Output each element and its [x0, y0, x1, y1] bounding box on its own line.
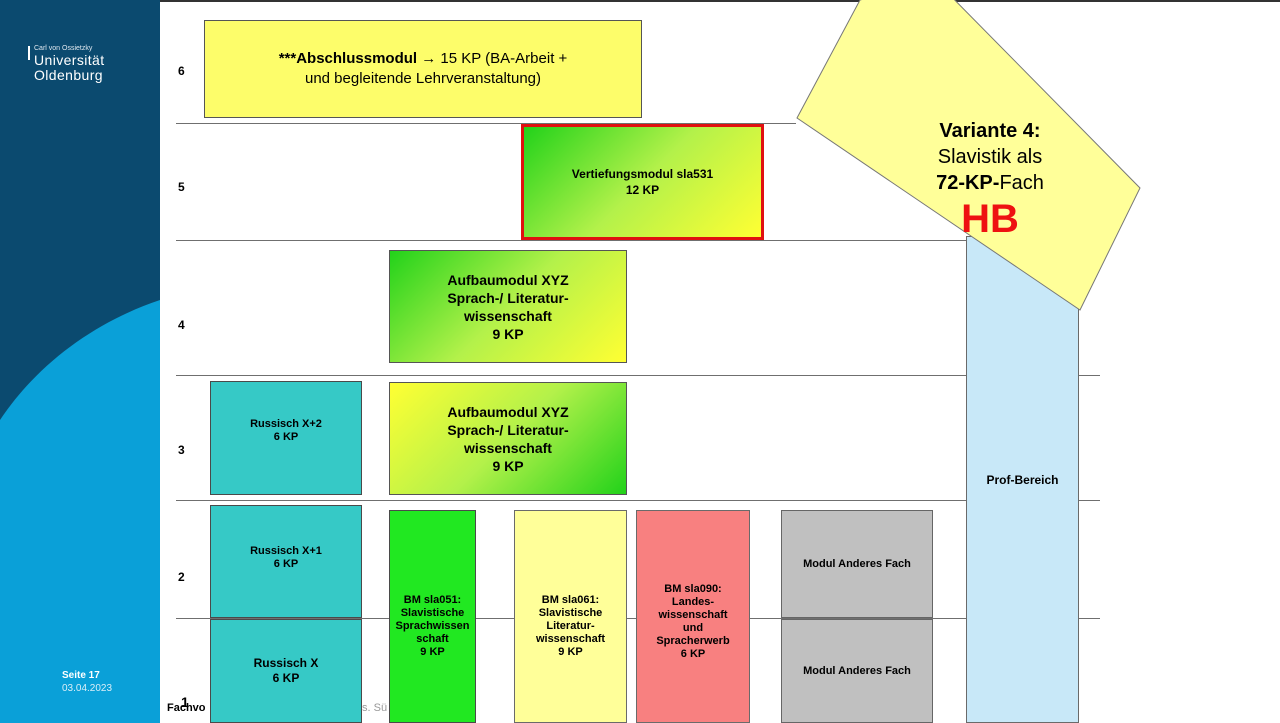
semester-3: 3: [178, 443, 185, 457]
row-line-6: [176, 123, 796, 124]
aufbaumodul-4-kp: 9 KP: [492, 325, 524, 342]
aufbaumodul-4-box: Aufbaumodul XYZ Sprach-/ Literatur- wiss…: [389, 250, 627, 363]
variant-line-2: Slavistik als: [937, 146, 1043, 168]
russisch-x-box: Russisch X 6 KP: [210, 619, 362, 723]
abschlussmodul-box: ***Abschlussmodul → 15 KP (BA-Arbeit + u…: [204, 20, 642, 118]
variant-diamond: [796, 0, 1141, 311]
bm-sla061-line: BM sla061:: [541, 594, 600, 606]
logo-line-2: Oldenburg: [34, 67, 103, 83]
russisch-x1-box: Russisch X+1 6 KP: [210, 505, 362, 618]
bm-sla090-kp: 6 KP: [680, 647, 706, 660]
abschlussmodul-line-1: ***Abschlussmodul → 15 KP (BA-Arbeit +: [278, 50, 568, 67]
vertiefungsmodul-box: Vertiefungsmodul sla531 12 KP: [521, 124, 764, 240]
variant-label: Variante 4: Slavistik als 72-KP-Fach HB: [880, 118, 1100, 242]
variant-code: HB: [961, 197, 1019, 241]
university-logo: Carl von Ossietzky Universität Oldenburg: [28, 44, 154, 83]
aufbaumodul-3-kp: 9 KP: [492, 457, 524, 474]
abschlussmodul-line-2: und begleitende Lehrveranstaltung): [304, 70, 541, 87]
aufbaumodul-3-line: wissenschaft: [464, 439, 552, 456]
bm-sla051-line: Slavistische: [400, 607, 465, 619]
logo-small-text: Carl von Ossietzky: [34, 45, 93, 52]
logo-line-1: Universität: [34, 52, 105, 68]
russisch-x1-kp: 6 KP: [273, 557, 299, 570]
vertiefungsmodul-kp: 12 KP: [625, 183, 660, 197]
top-border: [160, 0, 1280, 2]
russisch-x2-kp: 6 KP: [273, 431, 299, 443]
aufbaumodul-3-line: Sprach-/ Literatur-: [447, 421, 569, 438]
bm-sla051-line: schaft: [416, 633, 449, 645]
row-line-3: [176, 500, 1100, 501]
bm-sla061-kp: 9 KP: [558, 646, 583, 658]
aufbaumodul-4-line: wissenschaft: [464, 307, 552, 324]
row-line-5: [176, 240, 966, 241]
russisch-x-kp: 6 KP: [272, 671, 300, 685]
bm-sla061-box: BM sla061: Slavistische Literatur- wisse…: [514, 510, 627, 723]
logo-bar: [28, 46, 30, 60]
modul-anderes-fach-1: Modul Anderes Fach: [781, 619, 933, 723]
russisch-x2-title: Russisch X+2: [250, 418, 322, 430]
bm-sla061-line: Literatur-: [546, 620, 595, 632]
aufbaumodul-3-line: Aufbaumodul XYZ: [447, 403, 569, 420]
semester-4: 4: [178, 318, 185, 332]
row-line-4: [176, 375, 1100, 376]
bm-sla090-line: Spracherwerb: [656, 634, 730, 647]
bm-sla090-line: und: [682, 621, 704, 634]
aufbaumodul-4-line: Aufbaumodul XYZ: [447, 271, 569, 288]
bm-sla090-line: Landes-: [671, 595, 715, 608]
bm-sla051-line: Sprachwissen: [395, 620, 470, 632]
footer-text-grey: s. Sü: [362, 702, 388, 714]
bm-sla051-line: BM sla051:: [403, 594, 462, 606]
semester-1: 1: [181, 694, 189, 710]
semester-2: 2: [178, 570, 185, 584]
sidebar-wave: [0, 300, 160, 723]
bm-sla061-line: wissenschaft: [535, 633, 606, 645]
russisch-x2-box: Russisch X+2 6 KP: [210, 381, 362, 495]
variant-line-3: 72-KP-Fach: [936, 172, 1044, 194]
semester-5: 5: [178, 180, 185, 194]
aufbaumodul-4-line: Sprach-/ Literatur-: [447, 289, 569, 306]
vertiefungsmodul-title: Vertiefungsmodul sla531: [571, 167, 714, 181]
slide-date: 03.04.2023: [62, 683, 113, 694]
bm-sla090-line: wissenschaft: [658, 608, 728, 621]
page-number: Seite 17: [62, 670, 100, 681]
aufbaumodul-3-box: Aufbaumodul XYZ Sprach-/ Literatur- wiss…: [389, 382, 627, 495]
bm-sla051-kp: 9 KP: [420, 646, 445, 658]
russisch-x1-title: Russisch X+1: [250, 544, 322, 557]
bm-sla090-box: BM sla090: Landes- wissenschaft und Spra…: [636, 510, 750, 723]
variant-title: Variante 4:: [939, 120, 1041, 142]
bm-sla061-line: Slavistische: [538, 607, 603, 619]
bm-sla090-line: BM sla090:: [664, 582, 722, 595]
modul-anderes-fach-2: Modul Anderes Fach: [781, 510, 933, 618]
bm-sla051-box: BM sla051: Slavistische Sprachwissen sch…: [389, 510, 476, 723]
semester-6: 6: [178, 64, 185, 78]
footer-text: Fachvo: [167, 702, 206, 714]
sidebar: Carl von Ossietzky Universität Oldenburg…: [0, 0, 160, 723]
russisch-x-title: Russisch X: [253, 656, 319, 670]
